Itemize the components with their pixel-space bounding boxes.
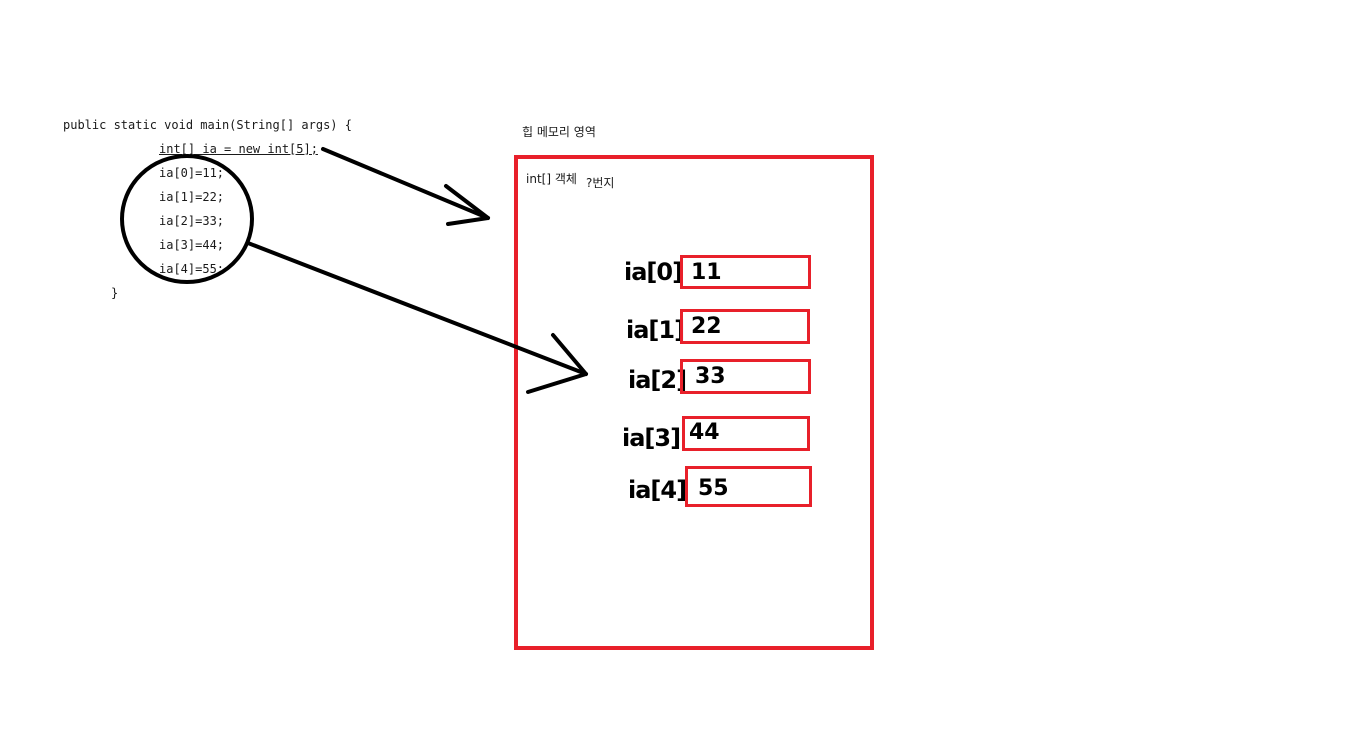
slot-cell-1: 22 [680, 309, 810, 344]
code-assignment-3: ia[3]=44; [159, 238, 225, 252]
code-assignment-2: ia[2]=33; [159, 214, 225, 228]
heap-address-label: ?번지 [586, 176, 615, 190]
code-array-declaration: int[] ia = new int[5]; [159, 142, 318, 156]
code-main-signature: public static void main(String[] args) { [63, 118, 352, 132]
slot-value-0: 11 [691, 260, 722, 285]
heap-object-label: int[] 객체 [526, 172, 577, 186]
slot-label-0: ia[0] [624, 258, 683, 286]
code-closing-brace: } [111, 286, 119, 300]
arrow-to-heap-object [321, 147, 490, 226]
heap-title: 힙 메모리 영역 [522, 125, 596, 139]
code-assignment-0: ia[0]=11; [159, 166, 225, 180]
slot-cell-4: 55 [685, 466, 812, 507]
slot-cell-3: 44 [682, 416, 810, 451]
code-assignment-1: ia[1]=22; [159, 190, 225, 204]
heap-memory-box [514, 155, 874, 650]
slot-value-4: 55 [698, 476, 729, 501]
slot-label-2: ia[2] [628, 366, 687, 394]
code-assignment-4: ia[4]=55; [159, 262, 225, 276]
slot-cell-2: 33 [680, 359, 811, 394]
slot-label-3: ia[3] [622, 424, 681, 452]
slot-value-2: 33 [695, 364, 726, 389]
slot-label-1: ia[1] [626, 316, 685, 344]
slot-cell-0: 11 [680, 255, 811, 289]
slot-value-1: 22 [691, 314, 722, 339]
slot-label-4: ia[4] [628, 476, 687, 504]
slot-value-3: 44 [689, 420, 720, 445]
